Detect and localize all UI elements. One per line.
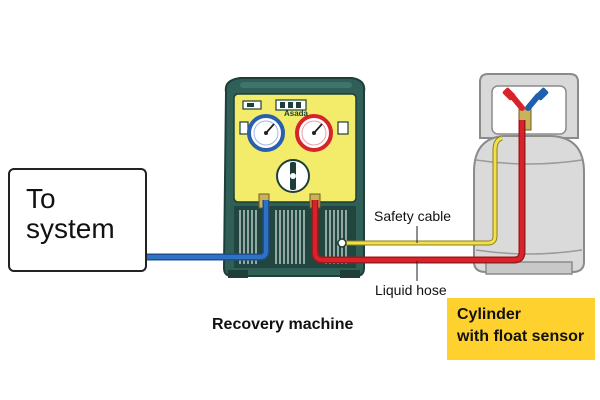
- cylinder-label-line2: with float sensor: [457, 328, 585, 345]
- to-system-line2: system: [26, 213, 115, 244]
- cylinder-label-box: Cylinder with float sensor: [447, 298, 595, 360]
- low-pressure-gauge-icon: [247, 114, 285, 152]
- cylinder-label-line1: Cylinder: [457, 306, 522, 323]
- recovery-machine-label: Recovery machine: [212, 316, 354, 333]
- to-system-box: To system: [8, 168, 147, 272]
- cylinder-valves-icon: [502, 87, 549, 131]
- refrigerant-cylinder: [473, 73, 585, 275]
- to-system-line1: To: [26, 183, 56, 214]
- liquid-hose-label: Liquid hose: [375, 282, 447, 298]
- safety-cable-label: Safety cable: [374, 208, 452, 224]
- valve-knob-icon: [276, 159, 310, 193]
- recovery-machine: Asada: [222, 77, 366, 278]
- high-pressure-gauge-icon: [295, 114, 333, 152]
- brand-label: Asada: [284, 109, 309, 118]
